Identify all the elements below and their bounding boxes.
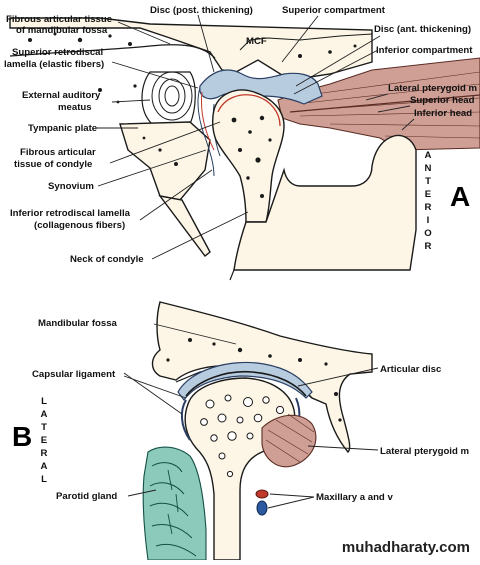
label-inferior-head: Inferior head [414,108,472,119]
articular-disc-b [177,361,313,402]
svg-text:A: A [425,150,432,161]
label-inf-retrodiscal-1: Inferior retrodiscal lamella [10,208,131,219]
label-lateral-pterygoid-b: Lateral pterygoid m [380,446,469,457]
label-synovium: Synovium [48,181,94,192]
svg-text:I: I [427,215,430,226]
mandibular-condyle-a [211,89,285,223]
lateral-orientation: L A T E R A L [41,396,48,485]
label-tympanic-plate: Tympanic plate [28,123,97,134]
articular-disc-a [199,69,323,105]
label-lateral-pterygoid-a: Lateral pterygoid m [388,83,477,94]
bone-texture-b [166,338,342,478]
panel-b-illustration [142,301,373,561]
label-disc-ant: Disc (ant. thickening) [374,24,471,35]
panel-b-leaders [123,323,379,509]
maxillary-artery [255,489,269,499]
svg-text:E: E [425,189,432,200]
panel-a-illustration [9,17,480,281]
svg-text:R: R [41,448,48,459]
maxillary-vein [256,500,268,516]
tympanic-plate [119,121,211,201]
label-ext-auditory-2: meatus [58,102,92,113]
panel-b-letter: B [12,421,32,452]
svg-text:O: O [424,228,432,239]
svg-text:L: L [41,474,47,485]
label-maxillary: Maxillary a and v [316,492,393,503]
svg-text:T: T [41,422,47,433]
temporal-bone-b [151,301,373,454]
label-mandibular-fossa: Mandibular fossa [38,318,118,329]
watermark: muhadharaty.com [342,539,470,556]
label-neck-condyle: Neck of condyle [70,254,144,265]
panel-a-leaders [96,14,415,260]
mandibular-ramus-a [233,134,417,271]
label-fibrous-condyle-2: tissue of condyle [14,159,92,170]
styloid-process-a [158,194,211,257]
label-inferior-compartment: Inferior compartment [376,45,473,56]
anterior-orientation: A N T E R I O R [424,150,432,252]
label-inf-retrodiscal-2: (collagenous fibers) [34,220,125,231]
panel-b-labels: Mandibular fossa Capsular ligament Artic… [12,318,469,503]
label-sup-retrodiscal-1: Superior retrodiscal [12,47,103,58]
svg-text:A: A [41,461,48,472]
label-capsular-ligament: Capsular ligament [32,369,116,380]
svg-text:E: E [41,435,48,446]
panel-a-letter: A [450,181,470,212]
label-articular-disc: Articular disc [380,364,442,375]
label-fibrous-fossa-2: of mandibular fossa [16,25,108,36]
label-fibrous-fossa-1: Fibrous articular tissue [6,14,112,25]
svg-text:A: A [41,409,48,420]
parotid-gland [142,446,207,561]
label-superior-head: Superior head [410,95,475,106]
lateral-pterygoid-muscle-b [261,414,317,468]
label-parotid-gland: Parotid gland [56,491,117,502]
panel-a-labels: Fibrous articular tissue of mandibular f… [4,5,477,265]
label-mcf: MCF [246,36,267,47]
label-sup-retrodiscal-2: lamella (elastic fibers) [4,59,104,70]
svg-text:R: R [425,202,432,213]
label-disc-post: Disc (post. thickening) [150,5,253,16]
svg-text:T: T [425,176,431,187]
label-ext-auditory-1: External auditory [22,90,101,101]
label-superior-compartment: Superior compartment [282,5,386,16]
bone-texture-a [28,32,357,198]
svg-text:L: L [41,396,47,407]
svg-text:N: N [425,163,432,174]
label-fibrous-condyle-1: Fibrous articular [20,147,96,158]
svg-text:R: R [425,241,432,252]
